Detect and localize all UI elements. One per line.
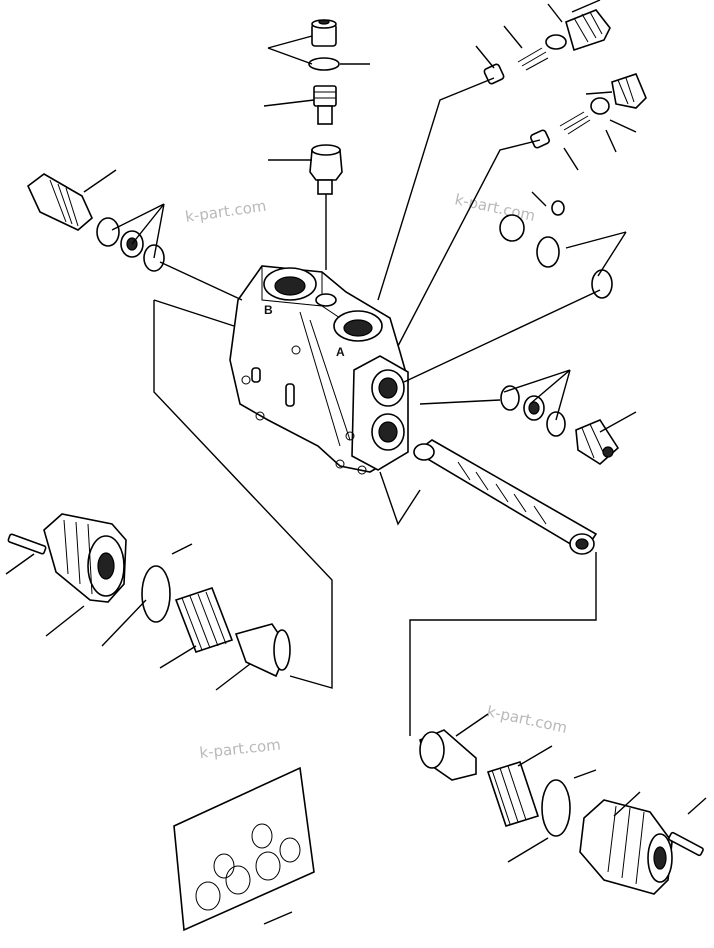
right-cap-assembly — [419, 729, 704, 895]
valve-body: B A — [229, 265, 409, 475]
port-label-b: B — [264, 303, 273, 317]
watermark-2: k-part.com — [453, 190, 537, 225]
seal-kit-package — [173, 766, 315, 932]
watermark-3: k-part.com — [485, 702, 569, 737]
main-spool — [413, 439, 598, 555]
leader-lines — [5, 0, 707, 925]
left-port-relief-parts — [27, 173, 165, 272]
right-seal-parts — [500, 385, 620, 465]
top-right-valve-parts — [483, 9, 647, 299]
port-label-a: A — [336, 345, 345, 359]
watermark-1: k-part.com — [184, 197, 267, 226]
left-cap-assembly — [7, 513, 291, 678]
watermark-4: k-part.com — [199, 736, 282, 762]
top-relief-valve-parts — [308, 19, 343, 270]
